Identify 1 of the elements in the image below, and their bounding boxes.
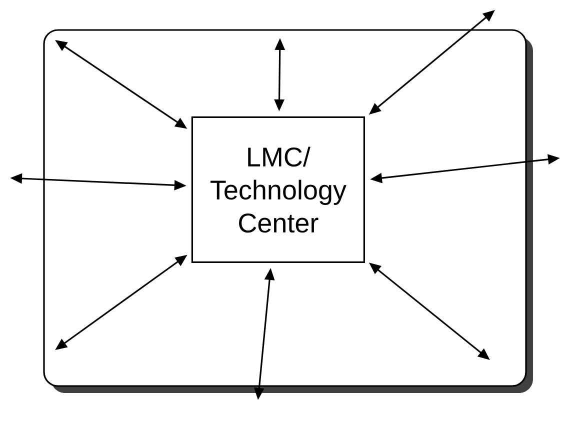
center-box: LMC/ Technology Center — [191, 116, 365, 263]
